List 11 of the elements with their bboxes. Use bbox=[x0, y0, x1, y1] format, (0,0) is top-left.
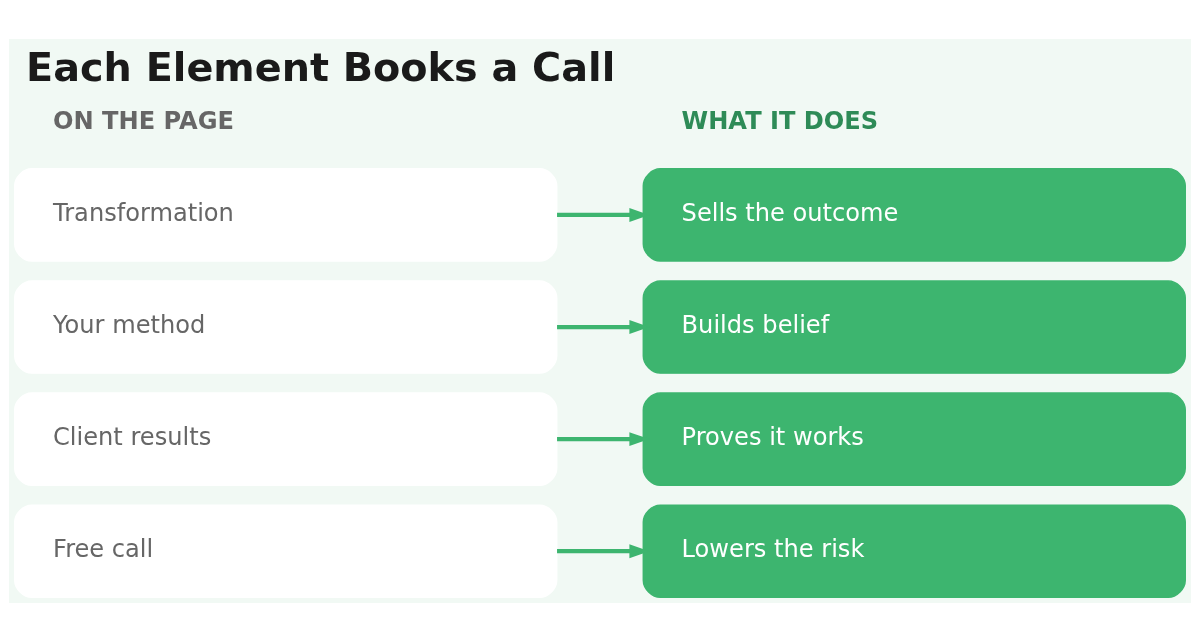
node-box: Lowers the risk bbox=[642, 504, 1186, 599]
node-box: Proves it works bbox=[642, 392, 1186, 486]
node-box: Your method bbox=[14, 280, 558, 374]
node-box: Client results bbox=[14, 392, 558, 486]
node-box: Free call bbox=[14, 504, 558, 599]
node-box: Sells the outcome bbox=[642, 168, 1186, 262]
node-box: Builds belief bbox=[642, 280, 1186, 374]
label: ON THE PAGE bbox=[53, 106, 234, 135]
node-box: Transformation bbox=[14, 168, 558, 262]
diagram-title: Each Element Books a Call bbox=[26, 43, 616, 90]
label: WHAT IT DOES bbox=[681, 106, 879, 135]
